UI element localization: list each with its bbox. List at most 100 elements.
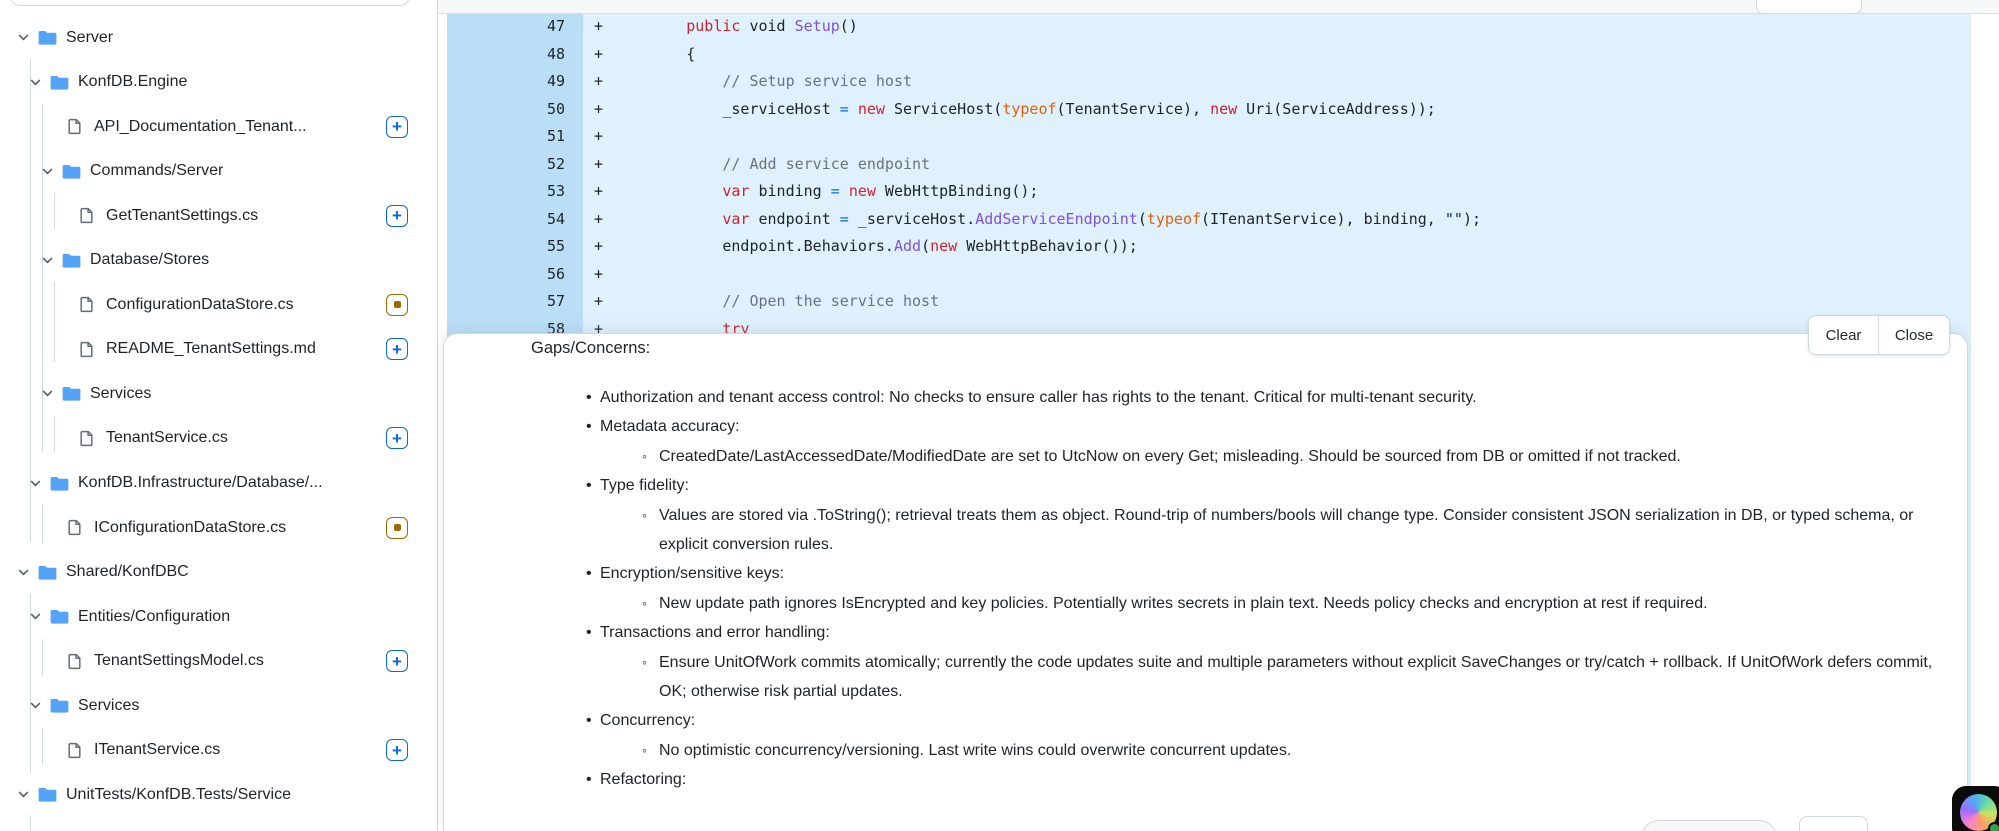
tree-folder-konfdb-infrastructure-database-[interactable]: KonfDB.Infrastructure/Database/...: [0, 461, 465, 506]
diff-line-51: 51 +: [447, 122, 1971, 150]
added-file-badge[interactable]: +: [386, 338, 408, 361]
added-file-badge[interactable]: +: [386, 739, 408, 762]
modified-file-badge[interactable]: [386, 516, 408, 539]
concern-text: Metadata accuracy:: [600, 418, 740, 436]
assistant-avatar-button[interactable]: [1952, 786, 1999, 831]
tree-item-label: TenantService.cs: [106, 429, 228, 447]
tree-file-gettenantsettings-cs[interactable]: GetTenantSettings.cs+: [0, 193, 515, 238]
tree-folder-server[interactable]: Server: [0, 15, 453, 60]
tree-item-label: Commands/Server: [90, 162, 224, 180]
line-number[interactable]: 49: [546, 72, 565, 90]
added-file-badge[interactable]: +: [386, 115, 408, 138]
line-number[interactable]: 57: [546, 292, 565, 310]
tree-file-iconfigurationdatastore-cs[interactable]: IConfigurationDataStore.cs: [0, 505, 503, 550]
folder-icon: [38, 30, 57, 45]
concern-sub-item: ◦New update path ignores IsEncrypted and…: [444, 589, 1967, 618]
bullet-icon: •: [586, 771, 592, 789]
tree-file-tenantservice-cs[interactable]: TenantService.cs +: [0, 416, 515, 461]
file-icon: [80, 297, 93, 313]
tree-folder-entities-configuration[interactable]: Entities/Configuration: [0, 594, 465, 639]
chevron-down-icon[interactable]: [40, 164, 55, 179]
chevron-down-icon[interactable]: [40, 253, 55, 268]
bullet-icon: •: [586, 389, 592, 406]
chevron-down-icon[interactable]: [28, 698, 43, 713]
folder-icon: [50, 699, 69, 713]
line-number[interactable]: 54: [546, 209, 565, 228]
bullet-icon: •: [586, 565, 592, 583]
concerns-list: •Authorization and tenant access control…: [444, 383, 1967, 795]
chevron-down-icon[interactable]: [16, 30, 31, 45]
line-number[interactable]: 56: [546, 264, 565, 283]
diff-plus-sign: +: [594, 17, 604, 35]
added-file-badge[interactable]: +: [386, 650, 408, 673]
tree-folder-konfdb-engine[interactable]: KonfDB.Engine: [0, 60, 465, 105]
line-number[interactable]: 51: [546, 127, 565, 145]
partial-pill-button[interactable]: [1641, 820, 1777, 831]
tree-folder-services[interactable]: Services: [0, 371, 477, 416]
concern-item: •Authorization and tenant access control…: [444, 383, 1967, 412]
code-text: public void Setup(): [686, 17, 858, 35]
diff-plus-sign: +: [594, 99, 604, 118]
panel-title: Gaps/Concerns:: [531, 339, 651, 357]
indent-guide: [42, 505, 43, 543]
line-number[interactable]: 47: [546, 17, 565, 35]
tree-item-label: Shared/KonfDBC: [66, 563, 189, 581]
line-number[interactable]: 55: [546, 237, 565, 255]
tree-item-label: ConfigurationDataStore.cs: [106, 295, 294, 313]
folder-icon: [50, 610, 69, 624]
file-icon: [80, 341, 93, 357]
hollow-bullet-icon: ◦: [642, 506, 647, 523]
concern-item: •Encryption/sensitive keys:: [444, 559, 1967, 588]
tree-folder-shared-konfdbc[interactable]: Shared/KonfDBC: [0, 550, 453, 595]
tree-item-label: Services: [90, 384, 152, 402]
hollow-bullet-icon: ◦: [642, 594, 647, 611]
concern-item: •Refactoring:: [444, 765, 1967, 794]
concern-sub-item: ◦No optimistic concurrency/versioning. L…: [444, 736, 1967, 765]
line-number[interactable]: 53: [546, 182, 565, 200]
file-icon: [68, 118, 81, 135]
tree-file-api-documentation-tenant-[interactable]: API_Documentation_Tenant...+: [0, 104, 503, 149]
diff-line-47: 47 + public void Setup(): [447, 14, 1971, 40]
tree-folder-unittests-konfdb-tests-service[interactable]: UnitTests/KonfDB.Tests/Service: [0, 772, 453, 817]
modified-file-badge[interactable]: [386, 293, 408, 316]
chevron-down-icon[interactable]: [16, 787, 31, 802]
diff-plus-sign: +: [594, 72, 604, 90]
hollow-bullet-icon: ◦: [642, 653, 647, 670]
tree-file-tenantsettingsmodel-cs[interactable]: TenantSettingsModel.cs+: [0, 639, 503, 684]
toolbar-button-partial[interactable]: [1756, 0, 1862, 14]
diff-plus-sign: +: [594, 127, 604, 145]
added-file-badge[interactable]: +: [386, 204, 408, 227]
file-icon: [68, 742, 81, 758]
file-icon: [68, 653, 81, 669]
chevron-down-icon[interactable]: [28, 476, 43, 491]
tree-folder-services[interactable]: Services: [0, 683, 465, 728]
line-number[interactable]: 52: [546, 154, 565, 173]
close-button[interactable]: Close: [1879, 316, 1949, 354]
chevron-down-icon[interactable]: [28, 609, 43, 624]
line-number[interactable]: 50: [546, 99, 565, 118]
indent-guide: [30, 815, 31, 831]
tree-item-label: Services: [78, 696, 140, 714]
bullet-icon: •: [586, 712, 592, 730]
tree-item-label: Entities/Configuration: [78, 607, 231, 625]
diff-line-57: 57+ // Open the service host: [447, 287, 1971, 315]
concern-item: •Transactions and error handling:: [444, 618, 1967, 647]
chevron-down-icon[interactable]: [28, 75, 43, 90]
code-text: var binding = new WebHttpBinding();: [722, 182, 1039, 200]
chevron-down-icon[interactable]: [40, 386, 55, 401]
partial-small-button[interactable]: [1799, 816, 1868, 831]
tree-folder-database-stores[interactable]: Database/Stores: [0, 238, 477, 283]
tree-item-label: KonfDB.Engine: [78, 73, 188, 91]
tree-file-readme-tenantsettings-md[interactable]: README_TenantSettings.md+: [0, 327, 515, 372]
clear-button[interactable]: Clear: [1809, 316, 1879, 354]
file-filter-input[interactable]: [10, 0, 410, 6]
chevron-down-icon[interactable]: [16, 565, 31, 580]
indent-guide: [30, 59, 31, 541]
diff-plus-sign: +: [594, 292, 604, 310]
tree-file-configurationdatastore-cs[interactable]: ConfigurationDataStore.cs: [0, 282, 515, 327]
added-file-badge[interactable]: +: [386, 427, 408, 450]
tree-folder-commands-server[interactable]: Commands/Server: [0, 149, 477, 194]
indent-guide: [42, 104, 43, 452]
tree-file-itenantservice-cs[interactable]: ITenantService.cs+: [0, 728, 503, 773]
line-number[interactable]: 48: [546, 44, 565, 63]
